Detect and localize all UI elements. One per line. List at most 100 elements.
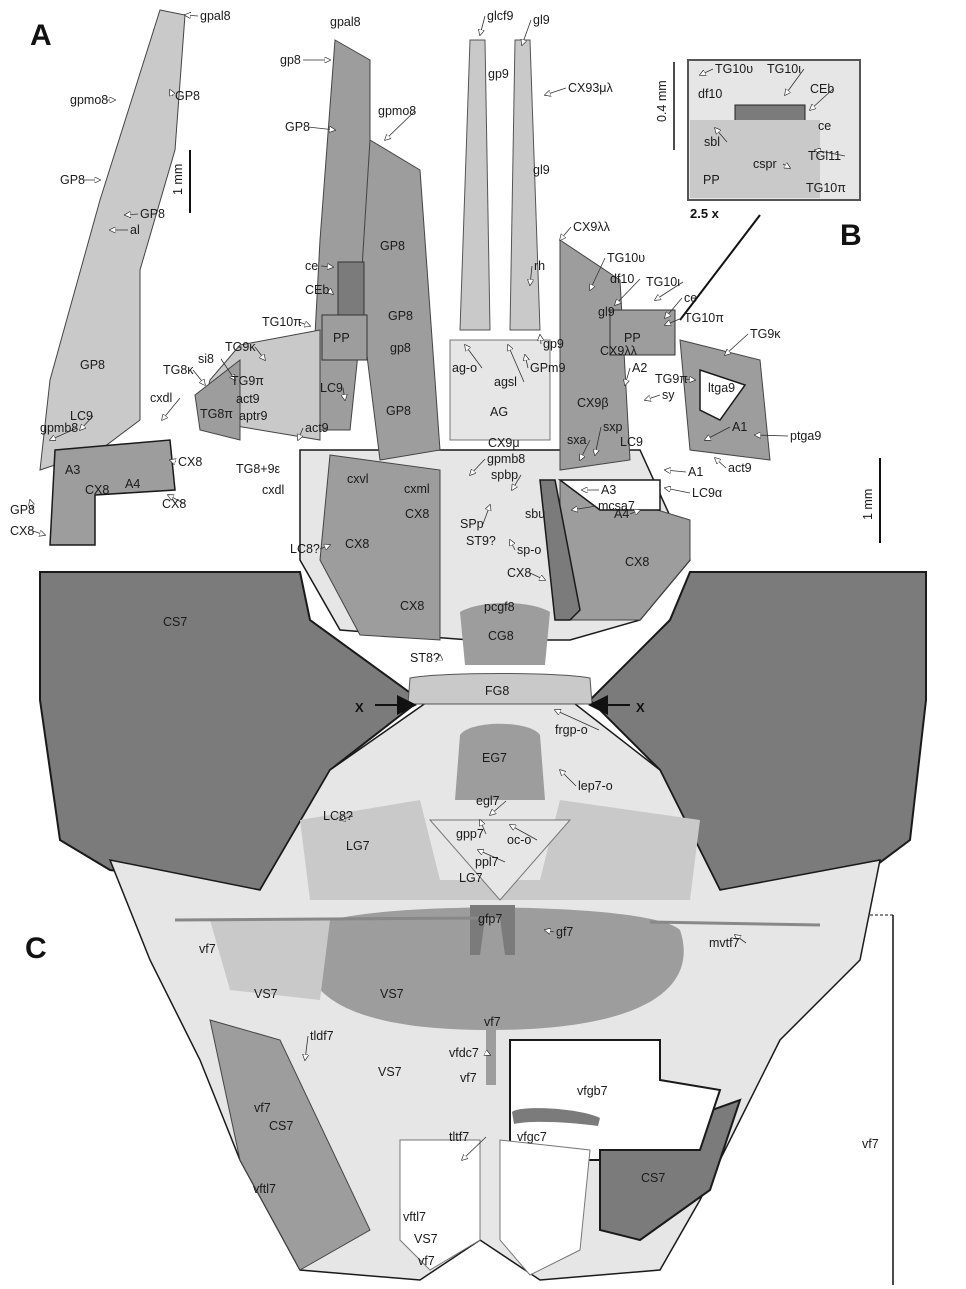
label-gl9-1: gl9 (533, 13, 550, 27)
label-gp8-a1: GP8 (175, 89, 200, 103)
label-a4-a: A4 (125, 477, 140, 491)
label-a3-c: A3 (601, 483, 616, 497)
panel-letter-a: A (30, 19, 52, 52)
panel-c-body (40, 572, 926, 1280)
label-gpmb8: gpmb8 (40, 421, 78, 435)
label-lc9a: LC9α (692, 486, 722, 500)
label-gl9-2: gl9 (533, 163, 550, 177)
label-cx8-a4: CX8 (10, 524, 34, 538)
label-gpmb8-c: gpmb8 (487, 452, 525, 466)
label-tg8k: TG8κ (163, 363, 194, 377)
leader-gpal8-a (185, 15, 198, 16)
label-cg8: CG8 (488, 629, 514, 643)
label-spbp: spbp (491, 468, 518, 482)
label-al: al (130, 223, 140, 237)
label-gl9-3: gl9 (598, 305, 615, 319)
label-tg8-9e: TG8+9ε (236, 462, 281, 476)
leader-tg9k-c2 (725, 334, 748, 355)
label-a1-2: A1 (688, 465, 703, 479)
label-vfdc7: vfdc7 (449, 1046, 479, 1060)
label-glcf9: glcf9 (487, 9, 513, 23)
label-sxp: sxp (603, 420, 623, 434)
label-lc8-c2: LC8? (323, 809, 353, 823)
label-gp8-a5: GP8 (10, 503, 35, 517)
label-act9-c2: act9 (305, 421, 329, 435)
label-tg10pi-b: TG10π (806, 181, 846, 195)
posterior-lobe-left (400, 1140, 480, 1270)
cx8-lateral (50, 440, 175, 545)
label-vfgb7: vfgb7 (577, 1084, 608, 1098)
label-gp8-a4: GP8 (80, 358, 105, 372)
panel-a-drawing (40, 10, 185, 545)
label-vftl7-1: vftl7 (253, 1182, 276, 1196)
leader-cx8-a4 (33, 531, 45, 535)
label-gf7: gf7 (556, 925, 573, 939)
label-cs7-2: CS7 (269, 1119, 293, 1133)
label-st9q: ST9? (466, 534, 496, 548)
label-gfp7: gfp7 (478, 912, 502, 926)
label-vs7-4: VS7 (414, 1232, 438, 1246)
label-vs7-3: VS7 (378, 1065, 402, 1079)
leader-tg8k (193, 370, 205, 385)
leader-act9-c3 (715, 458, 726, 468)
leader-glcf9 (480, 16, 485, 35)
label-cx9m: CX9μ (488, 436, 520, 450)
label-frgp-o: frgp-o (555, 723, 588, 737)
label-ag-o: ag-o (452, 361, 477, 375)
label-gp8-c3: GP8 (388, 309, 413, 323)
label-cspr: cspr (753, 157, 777, 171)
label-vfgc7: vfgc7 (517, 1130, 547, 1144)
label-gpmo8-a: gpmo8 (70, 93, 108, 107)
label-cx8-c3: CX8 (400, 599, 424, 613)
label-lg7-2: LG7 (459, 871, 483, 885)
label-sp-o: sp-o (517, 543, 541, 557)
label-gp8-a2: GP8 (60, 173, 85, 187)
label-act9-c1: act9 (236, 392, 260, 406)
label-sy: sy (662, 388, 675, 402)
panel-letter-c: C (25, 932, 47, 965)
label-ptga9: ptga9 (790, 429, 821, 443)
label-st8q: ST8? (410, 651, 440, 665)
label-gpp7: gpp7 (456, 827, 484, 841)
label-gp8-c1: gp8 (280, 53, 301, 67)
label-gp8-a3: GP8 (140, 207, 165, 221)
label-cx8-c2: CX8 (345, 537, 369, 551)
leader-cx9ll-1 (560, 227, 571, 240)
label-df10-b: df10 (698, 87, 722, 101)
label-vf7-5: vf7 (418, 1254, 435, 1268)
anterior-ridge (175, 918, 480, 920)
label-sbl: sbl (704, 135, 720, 149)
leader-a1-2 (665, 470, 686, 472)
label-cx8-c4: CX8 (625, 555, 649, 569)
label-a3-a: A3 (65, 463, 80, 477)
label-gp9-1: gp9 (488, 67, 509, 81)
label-gpm9: GPm9 (530, 361, 565, 375)
label-cxvl: cxvl (347, 472, 369, 486)
label-tg10pi-c2: TG10π (684, 311, 724, 325)
label-lc8-c1: LC8? (290, 542, 320, 556)
label-cx9b: CX9β (577, 396, 609, 410)
ag-sheath (450, 340, 550, 440)
label-cs7-1: CS7 (163, 615, 187, 629)
label-cx8-a2: CX8 (178, 455, 202, 469)
label-ceb-c1: CEb (305, 283, 329, 297)
label-tg9k-c2: TG9κ (750, 327, 781, 341)
label-gpal8-a: gpal8 (200, 9, 231, 23)
x-marker-left: X (355, 700, 364, 715)
label-mvtf7: mvtf7 (709, 936, 740, 950)
label-si8: si8 (198, 352, 214, 366)
leader-cx93ml (545, 88, 566, 95)
label-cx93ml: CX93μλ (568, 81, 613, 95)
label-fg8: FG8 (485, 684, 509, 698)
label-cs7-3: CS7 (641, 1171, 665, 1185)
label-tltf7: tltf7 (449, 1130, 469, 1144)
label-lc9-c1: LC9 (320, 381, 343, 395)
label-ltga9: ltga9 (708, 381, 735, 395)
label-tldf7: tldf7 (310, 1029, 334, 1043)
leader-sy (645, 395, 660, 400)
label-lg7-1: LG7 (346, 839, 370, 853)
label-spp: SPp (460, 517, 484, 531)
label-pp-c1: PP (333, 331, 350, 345)
